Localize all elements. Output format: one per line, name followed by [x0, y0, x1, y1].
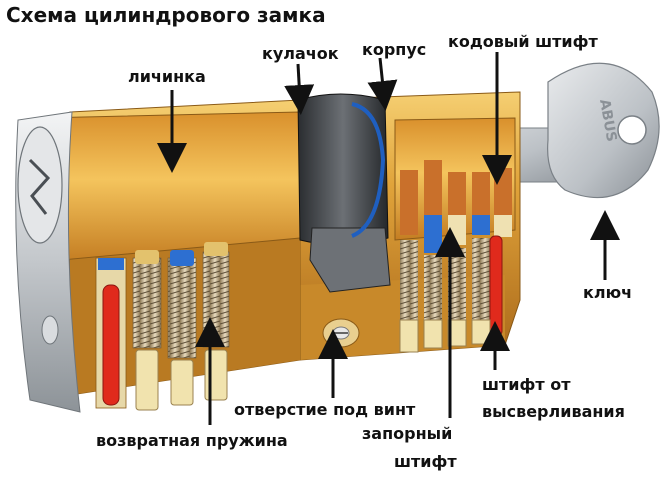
label-lichinka: личинка — [128, 67, 206, 86]
right-pin-stacks — [399, 160, 512, 353]
cam — [297, 93, 391, 293]
label-zapornyi-line1: запорный — [362, 424, 453, 443]
label-kodovy-shtift: кодовый штифт — [448, 32, 598, 51]
page-title: Схема цилиндрового замка — [6, 3, 326, 27]
label-shtift-ot-line2: высверливания — [482, 402, 625, 421]
label-zapornyi-line2: штифт — [394, 452, 457, 471]
arrow-kulachok — [284, 63, 315, 115]
front-face — [15, 111, 81, 413]
label-pruzhina: возвратная пружина — [96, 431, 288, 450]
label-korpus: корпус — [362, 40, 427, 59]
callout-arrows — [157, 52, 620, 425]
label-kulachok: кулачок — [262, 44, 339, 63]
arrow-korpus — [367, 57, 398, 111]
label-otverstie: отверстие под винт — [234, 400, 416, 419]
label-shtift-ot-line1: штифт от — [482, 375, 571, 394]
label-klyuch: ключ — [583, 283, 633, 302]
key-brand-text: ABUS — [596, 98, 619, 143]
